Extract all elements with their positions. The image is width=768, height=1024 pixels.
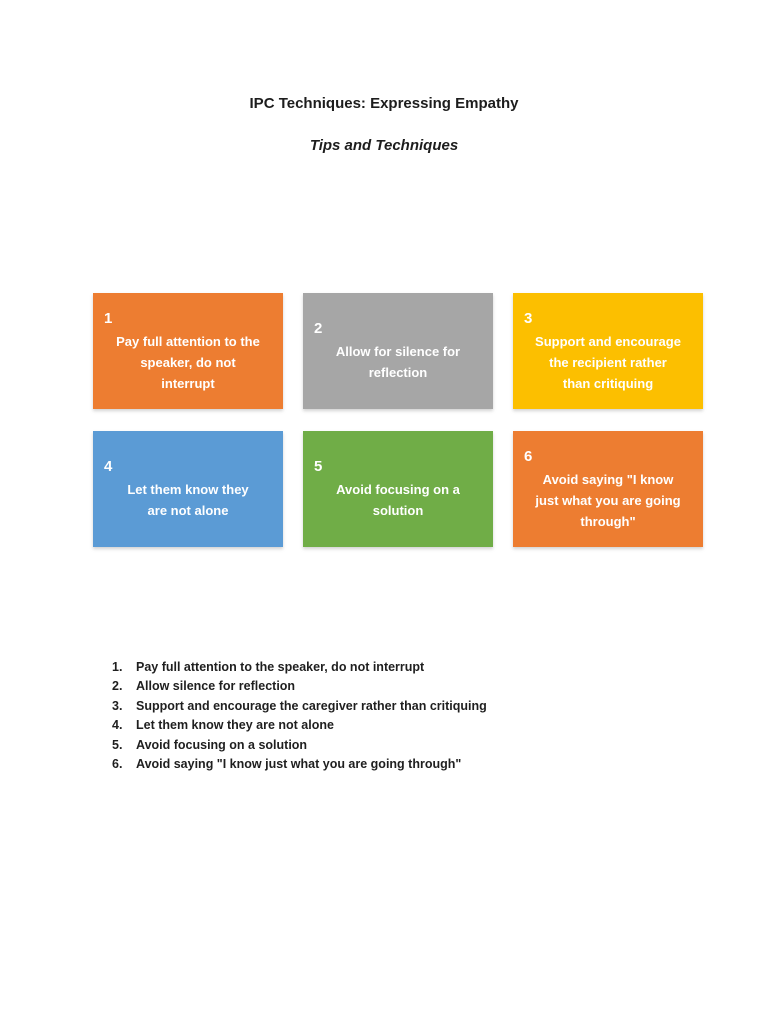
page-title: IPC Techniques: Expressing Empathy [249,95,519,112]
technique-boxes-grid: 1 Pay full attention to the speaker, do … [93,293,704,547]
box-text: Avoid focusing on a solution [336,482,460,518]
technique-box-6: 6 Avoid saying "I know just what you are… [513,431,703,547]
technique-box-1: 1 Pay full attention to the speaker, do … [93,293,283,409]
box-number: 1 [104,309,113,327]
list-item-text: Allow silence for reflection [136,679,296,694]
box-number: 3 [524,309,533,327]
summary-numbered-list: 1. Pay full attention to the speaker, do… [112,658,487,774]
list-item-number: 3. [112,698,123,713]
list-item-number: 4. [112,718,123,733]
technique-box-5: 5 Avoid focusing on a solution [303,431,493,547]
list-item-number: 1. [112,660,123,674]
box-text: Support and encourage the recipient rath… [535,333,681,391]
list-item-number: 6. [112,757,123,772]
list-item-number: 2. [112,679,123,694]
technique-box-4: 4 Let them know they are not alone [93,431,283,547]
box-text: Allow for silence for reflection [335,344,461,380]
list-item: 3. Support and encourage the caregiver r… [112,697,487,716]
list-item-text: Let them know they are not alone [136,718,334,733]
list-item-text: Pay full attention to the speaker, do no… [136,660,425,674]
box-number: 6 [524,447,533,465]
list-item-text: Avoid saying "I know just what you are g… [136,757,462,772]
list-item: 4. Let them know they are not alone [112,716,487,735]
list-item-number: 5. [112,737,123,752]
box-text: Pay full attention to the speaker, do no… [116,333,260,391]
page-subtitle: Tips and Techniques [309,137,459,154]
list-item: 1. Pay full attention to the speaker, do… [112,658,487,677]
box-text: Let them know they are not alone [127,482,249,518]
box-number: 5 [314,458,323,475]
list-item-text: Support and encourage the caregiver rath… [136,698,487,713]
box-number: 2 [314,320,323,337]
technique-box-3: 3 Support and encourage the recipient ra… [513,293,703,409]
box-number: 4 [104,458,113,475]
box-text: Avoid saying "I know just what you are g… [535,471,681,529]
list-item-text: Avoid focusing on a solution [136,737,308,752]
list-item: 5. Avoid focusing on a solution [112,736,487,755]
technique-box-2: 2 Allow for silence for reflection [303,293,493,409]
list-item: 2. Allow silence for reflection [112,677,487,696]
list-item: 6. Avoid saying "I know just what you ar… [112,755,487,774]
